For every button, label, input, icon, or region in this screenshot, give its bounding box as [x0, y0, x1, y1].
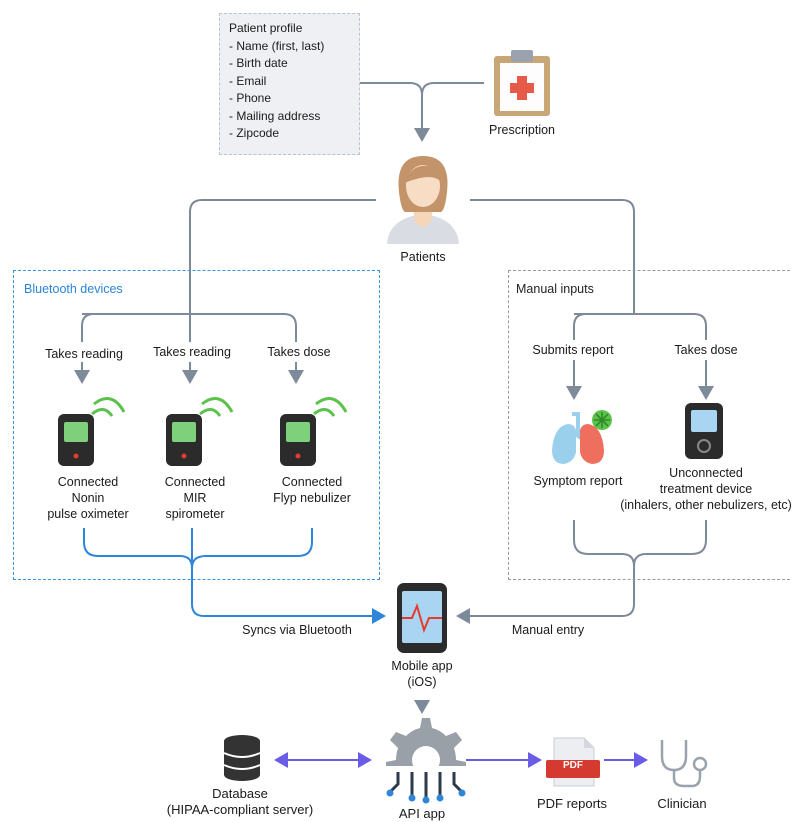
database-label-line: Database: [212, 786, 268, 801]
bluetooth-devices-title: Bluetooth devices: [24, 282, 123, 296]
spirometer-label-line: MIR: [183, 491, 207, 505]
unconnected-label-line: (inhalers, other nebulizers, etc): [620, 498, 792, 512]
mobile-app-label: Mobile app (iOS): [391, 658, 452, 690]
api-app-label: API app: [398, 806, 446, 821]
patient-profile-box: Patient profile - Name (first, last) - B…: [219, 13, 360, 155]
submits-report-label: Submits report: [532, 343, 614, 357]
nebulizer-label: Connected Flyp nebulizer: [273, 474, 351, 506]
clipboard-icon: [494, 50, 550, 116]
manual-inputs-title: Manual inputs: [516, 282, 594, 296]
syncs-label: Syncs via Bluetooth: [242, 623, 352, 637]
takes-reading-label: Takes reading: [45, 347, 123, 361]
nebulizer-label-line: Flyp nebulizer: [273, 491, 351, 505]
treatment-device-icon: [685, 403, 723, 459]
symptom-report-label: Symptom report: [533, 474, 623, 488]
spirometer-label-line: spirometer: [165, 507, 225, 521]
pdf-document-icon: [546, 737, 600, 787]
profile-item: - Name (first, last): [229, 38, 325, 53]
pdf-badge: PDF: [563, 760, 583, 771]
manual-entry-label: Manual entry: [511, 623, 585, 637]
patient-icon: [387, 156, 459, 244]
database-label: Database (HIPAA-compliant server): [167, 786, 313, 818]
profile-item: - Phone: [229, 91, 272, 105]
lungs-icon: [552, 410, 612, 464]
nebulizer-icon: [280, 397, 348, 466]
database-label-line: (HIPAA-compliant server): [166, 802, 314, 817]
bluetooth-devices-group: [13, 270, 380, 580]
pulse-oximeter-icon: [58, 397, 126, 466]
nebulizer-label-line: Connected: [281, 475, 343, 489]
oximeter-label-line: Connected: [57, 475, 119, 489]
unconnected-device-label: Unconnected treatment device (inhalers, …: [620, 465, 792, 513]
spirometer-label-line: Connected: [164, 475, 226, 489]
profile-title: Patient profile: [229, 21, 303, 35]
mobile-app-label-line: Mobile app: [391, 659, 453, 673]
oximeter-label: Connected Nonin pulse oximeter: [47, 474, 128, 522]
unconnected-label-line: treatment device: [659, 482, 753, 496]
patients-label: Patients: [400, 250, 446, 264]
oximeter-label-line: Nonin: [71, 491, 105, 505]
takes-dose-label: Takes dose: [267, 345, 331, 359]
spirometer-icon: [166, 397, 234, 466]
database-icon: [223, 735, 261, 781]
mobile-app-label-line: (iOS): [407, 675, 437, 689]
pdf-reports-label: PDF reports: [536, 796, 608, 811]
mobile-phone-icon: [397, 583, 447, 653]
gear-icon: [386, 718, 466, 804]
profile-item: - Email: [229, 73, 267, 88]
stethoscope-icon: [660, 740, 708, 788]
prescription-label: Prescription: [489, 123, 555, 137]
profile-item: - Mailing address: [229, 108, 321, 123]
takes-dose-label: Takes dose: [674, 343, 738, 357]
profile-item: - Birth date: [229, 56, 288, 70]
clinician-label: Clinician: [657, 796, 707, 811]
unconnected-label-line: Unconnected: [669, 466, 743, 480]
spirometer-label: Connected MIR spirometer: [165, 474, 225, 522]
takes-reading-label: Takes reading: [153, 345, 231, 359]
oximeter-label-line: pulse oximeter: [47, 507, 129, 521]
profile-item: - Zipcode: [229, 126, 280, 140]
manual-inputs-group: [508, 270, 792, 580]
